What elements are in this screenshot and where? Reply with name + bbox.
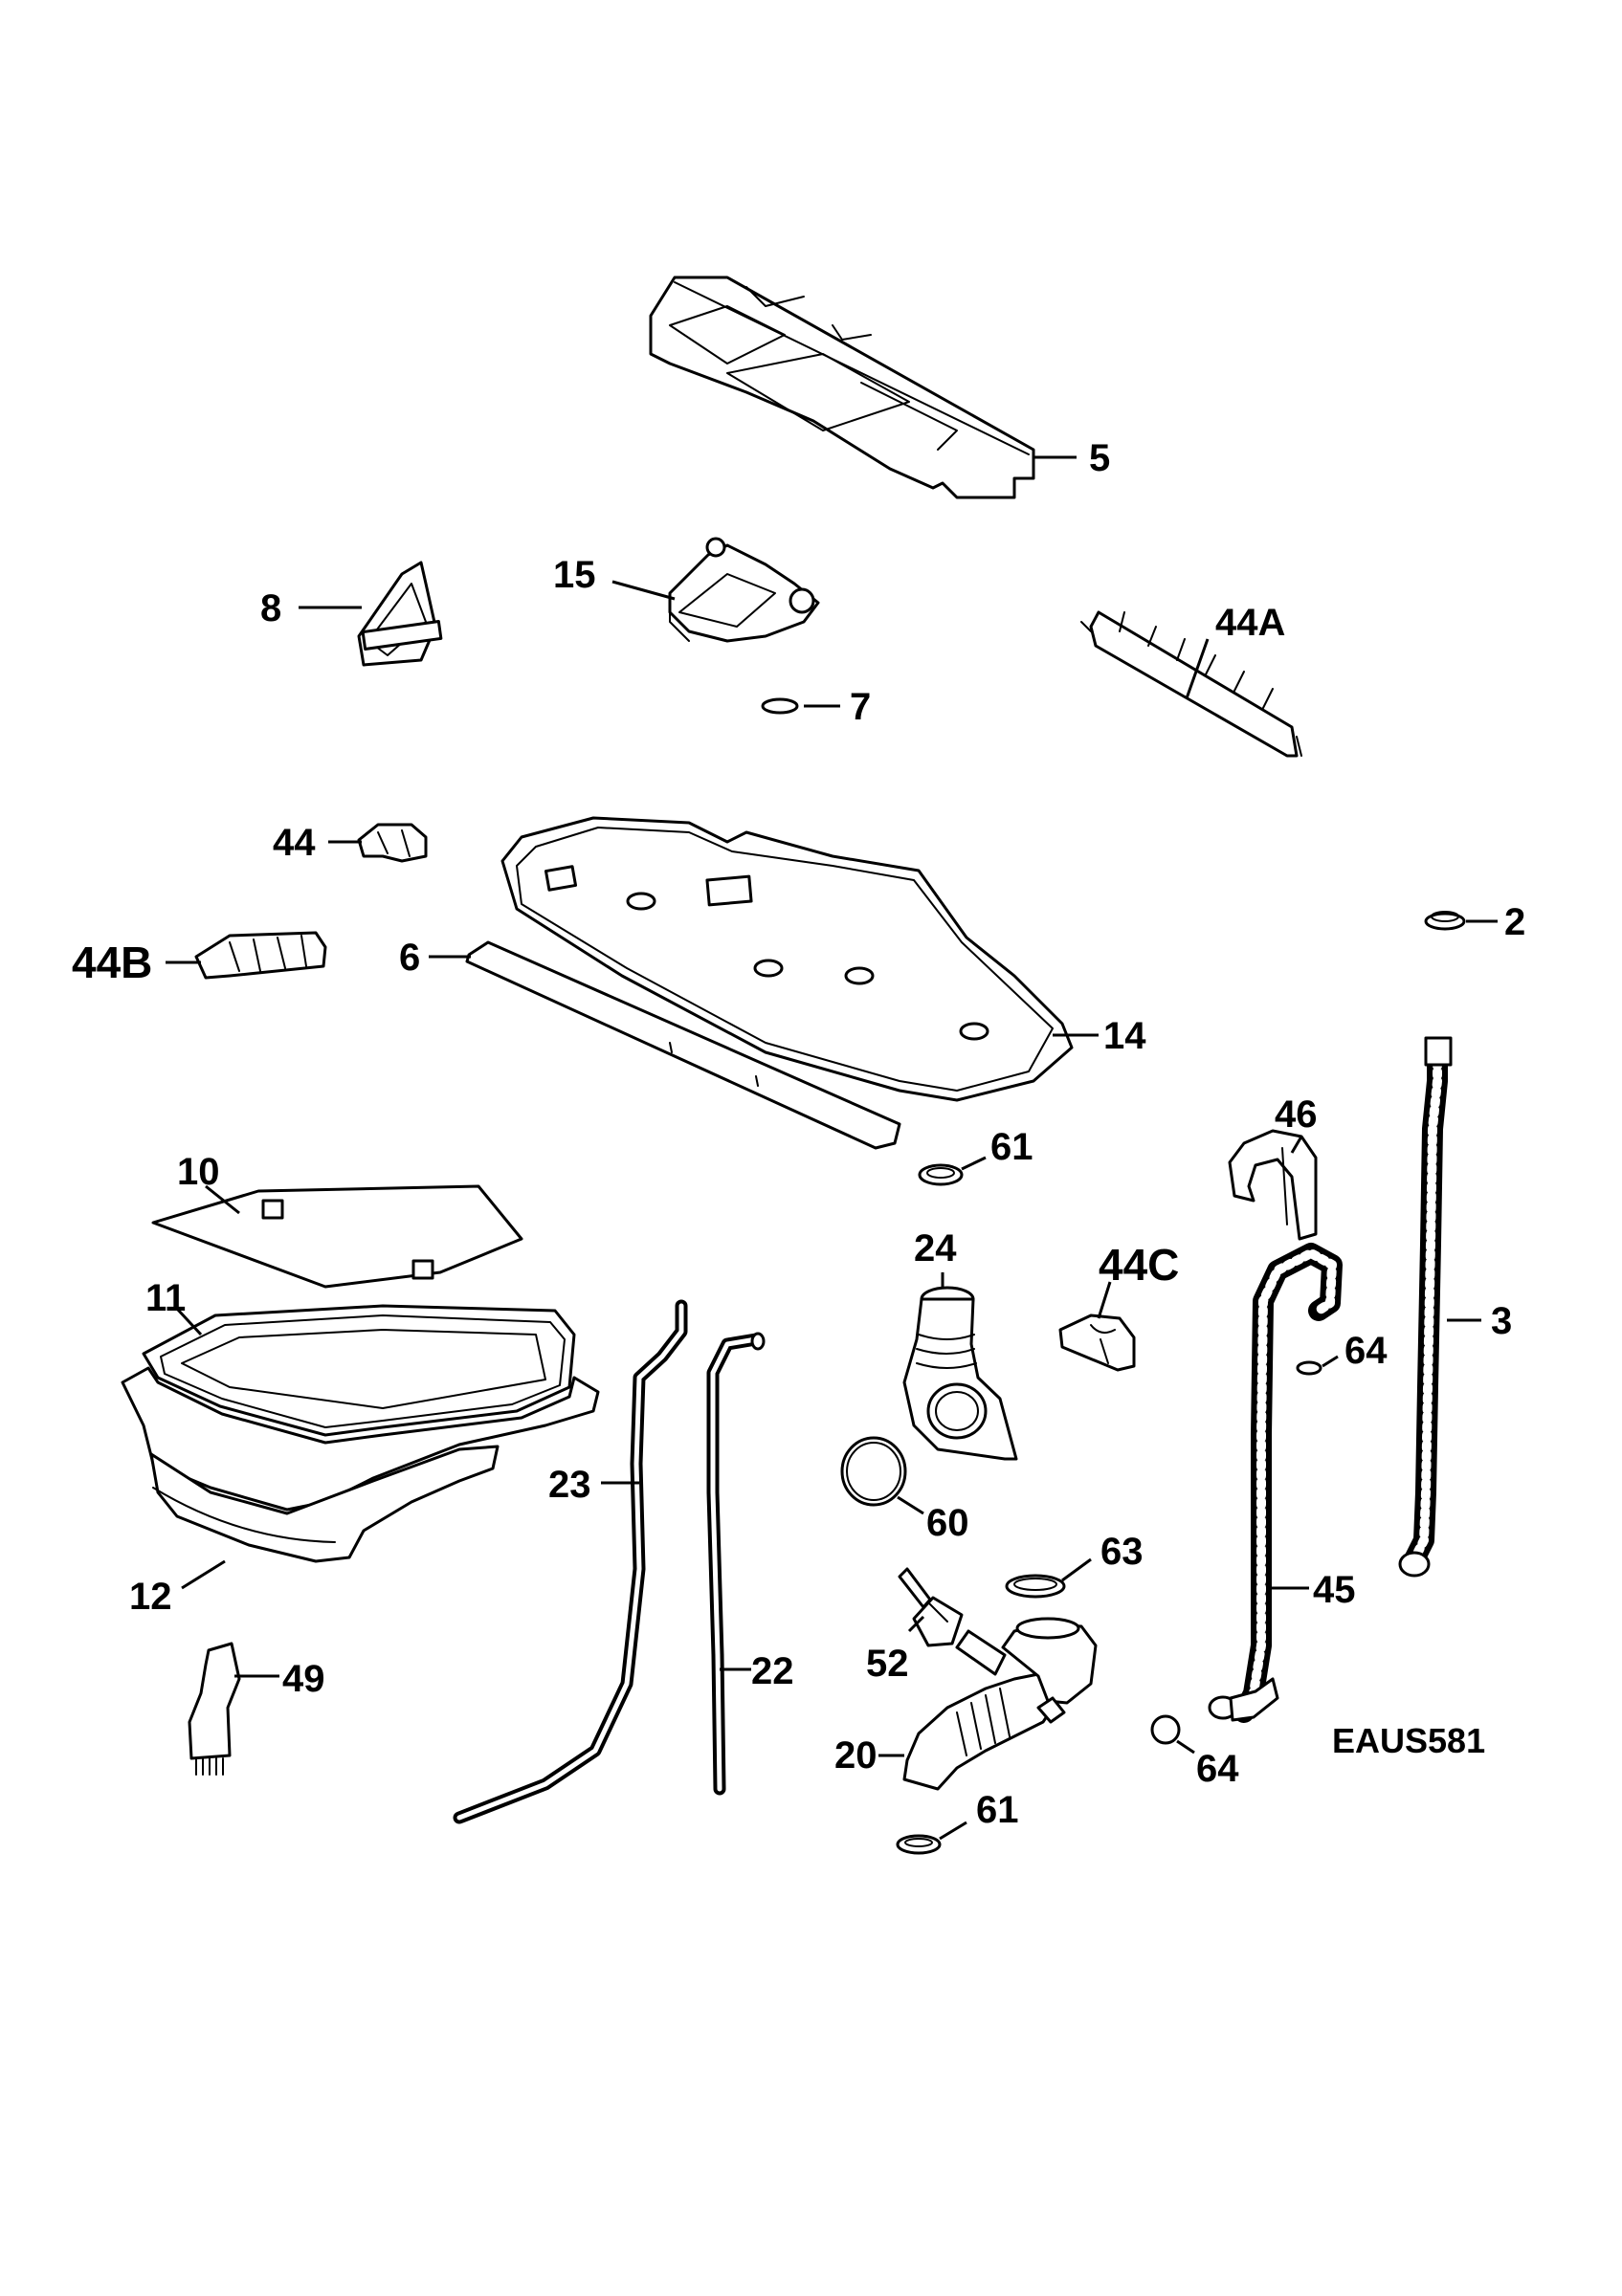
label-part-5: 5 bbox=[1089, 437, 1110, 479]
part-11-tub-seal bbox=[142, 1304, 576, 1437]
part-5-tray bbox=[649, 276, 1035, 499]
part-7-ring bbox=[761, 697, 799, 715]
part-14-cover-plate bbox=[500, 816, 1074, 1102]
part-12-tub bbox=[121, 1366, 600, 1563]
diagram-code: EAUS581 bbox=[1332, 1721, 1485, 1760]
leader-63 bbox=[1061, 1557, 1092, 1582]
leader-61a bbox=[961, 1156, 987, 1171]
part-15-valve bbox=[668, 537, 820, 643]
part-63-clamp bbox=[1005, 1574, 1066, 1599]
leader-64a bbox=[1322, 1355, 1339, 1368]
leader-61b bbox=[939, 1821, 967, 1841]
label-part-44a: 44A bbox=[1215, 602, 1285, 644]
label-part-24: 24 bbox=[914, 1227, 957, 1269]
label-part-2: 2 bbox=[1504, 901, 1525, 943]
label-part-11: 11 bbox=[145, 1277, 186, 1319]
part-49-brush bbox=[188, 1642, 241, 1776]
leader-44a bbox=[1185, 638, 1210, 699]
leader-11 bbox=[175, 1307, 203, 1336]
part-2-cap bbox=[1424, 911, 1466, 931]
label-part-8: 8 bbox=[260, 587, 281, 629]
leader-64b bbox=[1176, 1739, 1195, 1755]
label-part-60: 60 bbox=[926, 1502, 969, 1544]
label-part-23: 23 bbox=[548, 1464, 591, 1506]
label-part-14: 14 bbox=[1103, 1015, 1146, 1057]
part-44-clip bbox=[357, 823, 428, 863]
part-44c-clip bbox=[1058, 1314, 1136, 1372]
label-part-63: 63 bbox=[1100, 1531, 1144, 1573]
label-part-64-upper: 64 bbox=[1344, 1330, 1388, 1372]
part-8-bracket bbox=[357, 561, 443, 667]
leader-46 bbox=[1290, 1136, 1303, 1154]
leader-15 bbox=[611, 580, 676, 601]
label-part-64-lower: 64 bbox=[1196, 1748, 1239, 1790]
label-part-46: 46 bbox=[1275, 1093, 1318, 1136]
part-61-clamp-upper bbox=[918, 1163, 964, 1186]
leader-12 bbox=[181, 1559, 226, 1590]
leader-44c bbox=[1097, 1281, 1112, 1319]
label-part-44b: 44B bbox=[72, 938, 152, 987]
label-part-61-lower: 61 bbox=[976, 1789, 1019, 1831]
label-part-6: 6 bbox=[399, 937, 420, 979]
part-64-ring-lower bbox=[1150, 1714, 1181, 1745]
leader-60 bbox=[897, 1495, 924, 1515]
label-part-20: 20 bbox=[834, 1734, 878, 1777]
part-44a-rail bbox=[1080, 610, 1302, 758]
part-23-pipe bbox=[453, 1299, 688, 1824]
leader-52 bbox=[907, 1615, 925, 1633]
label-part-52: 52 bbox=[866, 1643, 909, 1685]
part-45-drain-hose bbox=[1208, 1243, 1343, 1723]
label-part-10: 10 bbox=[177, 1151, 220, 1193]
label-part-44c: 44C bbox=[1099, 1240, 1179, 1290]
label-part-61-upper: 61 bbox=[990, 1126, 1033, 1168]
part-10-panel bbox=[151, 1184, 523, 1289]
part-61-clamp-lower bbox=[896, 1834, 942, 1855]
label-part-15: 15 bbox=[553, 554, 596, 596]
label-part-49: 49 bbox=[282, 1658, 325, 1700]
label-part-7: 7 bbox=[850, 686, 871, 728]
label-part-3: 3 bbox=[1491, 1300, 1512, 1342]
part-6-strip bbox=[465, 940, 901, 1150]
part-22-pipe bbox=[706, 1332, 766, 1796]
label-part-12: 12 bbox=[129, 1576, 172, 1618]
part-64-clamp-upper bbox=[1296, 1360, 1322, 1376]
label-part-45: 45 bbox=[1313, 1569, 1356, 1611]
part-20-elbow-hose bbox=[902, 1617, 1098, 1791]
leader-10 bbox=[205, 1184, 240, 1215]
part-60-ring-clamp bbox=[840, 1436, 907, 1507]
label-part-22: 22 bbox=[751, 1650, 794, 1692]
part-24-bellows bbox=[902, 1286, 1018, 1461]
part-3-corrugated-hose bbox=[1398, 1036, 1453, 1578]
label-part-44: 44 bbox=[273, 822, 316, 864]
part-44b-clip bbox=[194, 931, 327, 980]
part-46-hose-guide bbox=[1228, 1129, 1318, 1241]
part-52-nozzle bbox=[898, 1567, 964, 1647]
